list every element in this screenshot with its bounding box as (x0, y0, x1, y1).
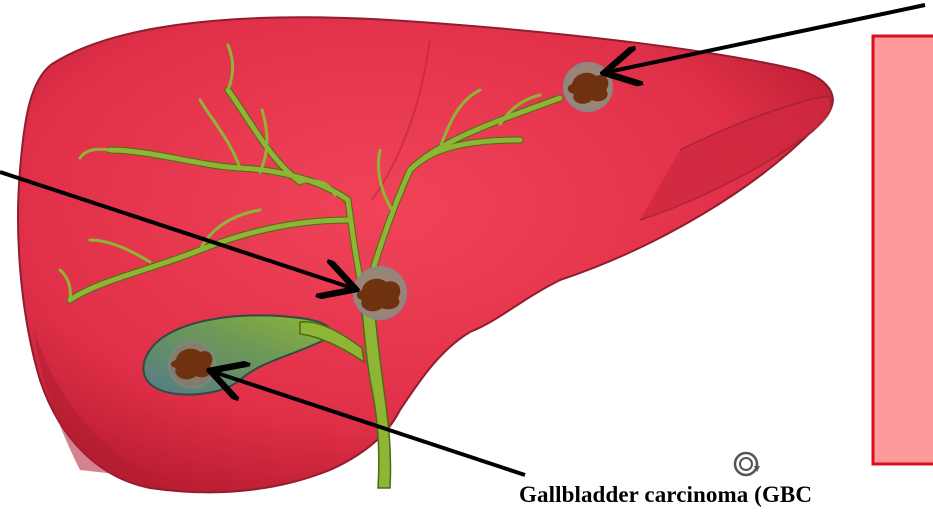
caption-gbc: Gallbladder carcinoma (GBC (519, 482, 812, 508)
tumor-gallbladder (169, 342, 215, 388)
tumor-perihilar (354, 267, 406, 319)
tumor-intrahepatic (564, 63, 612, 111)
rotate-cursor-icon (728, 446, 764, 482)
info-panel (873, 36, 933, 464)
